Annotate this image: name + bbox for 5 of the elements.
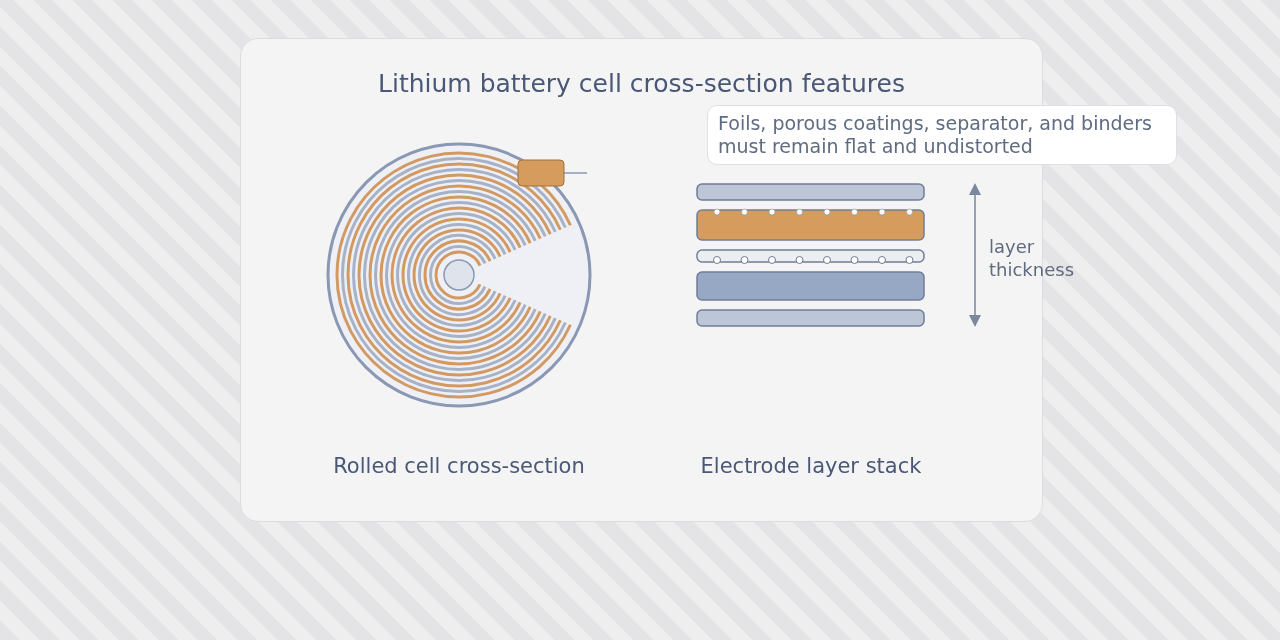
caption-label: Electrode layer stack [699,454,923,478]
caption-label: Rolled cell cross-section [332,454,586,478]
diagram-title: Lithium battery cell cross-section features [377,69,906,98]
dimension-label: layer thickness [989,235,1076,281]
callout-box: Foils, porous coatings, separator, and binders must remain flat and undistorted [707,105,1177,165]
